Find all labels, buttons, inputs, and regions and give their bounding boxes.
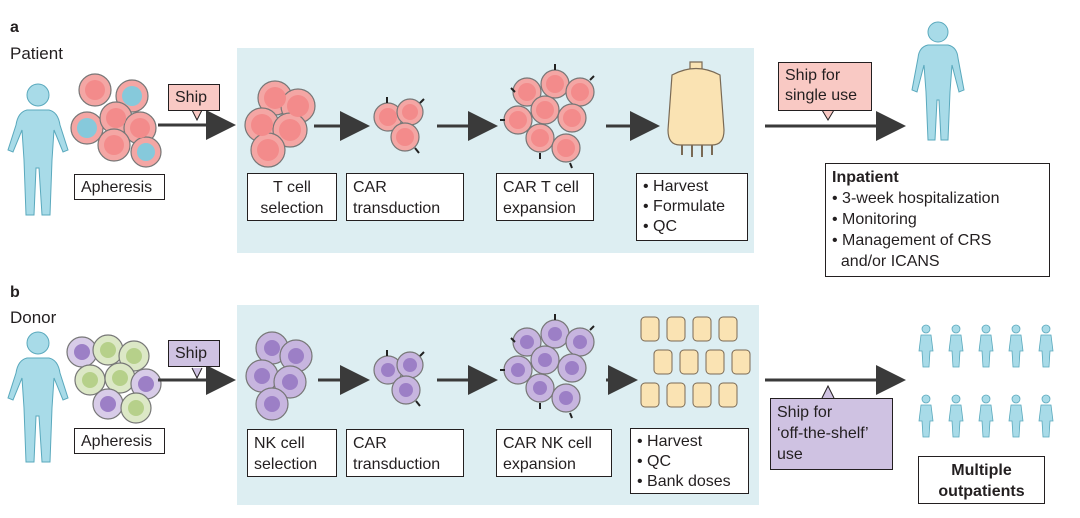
car-nk-expansion-cells bbox=[500, 314, 595, 419]
ship-final-label-b: Ship for ‘off-the-shelf’ use bbox=[770, 398, 893, 470]
product-step-b-2: • QC bbox=[637, 453, 672, 470]
car-t-expansion-cells bbox=[500, 64, 595, 169]
outpatients-line1: Multiple bbox=[951, 462, 1012, 479]
multiple-outpatients-figures-icon bbox=[918, 324, 1054, 438]
product-step-a-3: • QC bbox=[643, 218, 678, 235]
inpatient-item-3: • Management of CRS bbox=[832, 232, 992, 249]
arrows-a bbox=[158, 110, 906, 141]
apheresis-box-a: Apheresis bbox=[74, 174, 165, 200]
ship-callout-pointer-a bbox=[191, 109, 203, 122]
car-transduction-b-line2: transduction bbox=[353, 456, 441, 473]
product-step-a-1: • Harvest bbox=[643, 178, 709, 195]
inpatient-item-1: • 3-week hospitalization bbox=[832, 190, 1000, 207]
ship-final-callout-pointer-a bbox=[821, 109, 835, 121]
car-transduction-b-line1: CAR bbox=[353, 435, 387, 452]
ship-final-b-line2: ‘off-the-shelf’ bbox=[777, 425, 869, 442]
car-t-expansion-line2: expansion bbox=[503, 200, 576, 217]
ship-final-b-line1: Ship for bbox=[777, 404, 833, 421]
car-nk-expansion-line1: CAR NK cell bbox=[503, 435, 592, 452]
product-step-b-1: • Harvest bbox=[637, 433, 703, 450]
ship-final-label-a: Ship for single use bbox=[778, 62, 872, 111]
inpatient-item-2: • Monitoring bbox=[832, 211, 917, 228]
apheresis-cells-a bbox=[70, 73, 162, 168]
t-cell-selection-line1: T cell bbox=[273, 179, 311, 196]
car-transduction-cells-a bbox=[373, 97, 425, 154]
inpatient-item-4: and/or ICANS bbox=[832, 253, 940, 270]
nk-cell-selection-box: NK cell selection bbox=[247, 429, 337, 477]
ship-callout-pointer-b bbox=[191, 367, 203, 380]
ship-final-b-line3: use bbox=[777, 446, 803, 463]
car-t-expansion-line1: CAR T cell bbox=[503, 179, 579, 196]
product-step-a-2: • Formulate bbox=[643, 198, 726, 215]
inpatient-box: Inpatient • 3-week hospitalization • Mon… bbox=[825, 163, 1050, 277]
outpatients-line2: outpatients bbox=[938, 483, 1025, 500]
car-transduction-box-b: CAR transduction bbox=[346, 429, 464, 477]
product-steps-box-a: • Harvest • Formulate • QC bbox=[636, 173, 748, 241]
car-transduction-box-a: CAR transduction bbox=[346, 173, 464, 221]
ship-label-a: Ship bbox=[168, 84, 220, 111]
product-step-b-3: • Bank doses bbox=[637, 473, 731, 490]
car-transduction-a-line2: transduction bbox=[353, 200, 441, 217]
car-nk-expansion-line2: expansion bbox=[503, 456, 576, 473]
patient-label: Patient bbox=[10, 44, 63, 63]
t-cell-selection-line2: selection bbox=[260, 200, 324, 217]
banked-doses-bags-icon bbox=[640, 316, 751, 408]
donor-label: Donor bbox=[10, 308, 57, 327]
panel-b-letter: b bbox=[10, 284, 20, 301]
inpatient-title: Inpatient bbox=[832, 169, 899, 186]
ship-final-a-line1: Ship for bbox=[785, 67, 841, 84]
ship-final-callout-pointer-b bbox=[821, 384, 835, 399]
car-transduction-cells-b bbox=[373, 350, 425, 407]
t-cell-selection-box: T cell selection bbox=[247, 173, 337, 221]
nk-cell-selection-line2: selection bbox=[254, 456, 318, 473]
product-steps-box-b: • Harvest • QC • Bank doses bbox=[630, 428, 749, 494]
apheresis-cells-b bbox=[66, 334, 162, 424]
infusion-bag-icon bbox=[667, 61, 725, 157]
recipient-figure-icon bbox=[911, 21, 965, 141]
car-transduction-a-line1: CAR bbox=[353, 179, 387, 196]
nk-cell-cluster bbox=[245, 331, 313, 421]
panel-a-letter: a bbox=[10, 19, 19, 36]
multiple-outpatients-box: Multiple outpatients bbox=[918, 456, 1045, 504]
ship-final-a-line2: single use bbox=[785, 87, 858, 104]
apheresis-box-b: Apheresis bbox=[74, 428, 165, 454]
car-t-expansion-box: CAR T cell expansion bbox=[496, 173, 594, 221]
ship-label-b: Ship bbox=[168, 340, 220, 367]
nk-cell-selection-line1: NK cell bbox=[254, 435, 305, 452]
donor-figure-icon bbox=[7, 331, 69, 463]
t-cell-cluster bbox=[244, 80, 316, 168]
car-nk-expansion-box: CAR NK cell expansion bbox=[496, 429, 612, 477]
patient-figure-icon bbox=[7, 83, 69, 216]
